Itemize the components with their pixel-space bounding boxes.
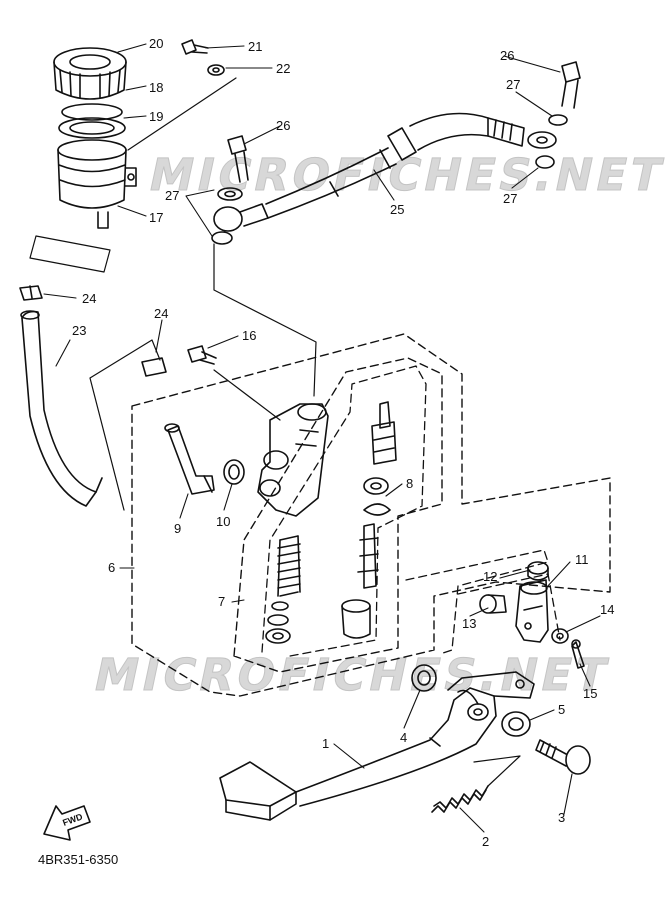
reservoir-body bbox=[57, 139, 137, 229]
callout-27-bottom-right: 27 bbox=[503, 191, 517, 206]
callout-21: 21 bbox=[248, 39, 262, 54]
clevis bbox=[515, 579, 549, 643]
callout-26-mid: 26 bbox=[276, 118, 290, 133]
callout-8: 8 bbox=[406, 476, 413, 491]
ref-line-hose bbox=[213, 243, 317, 397]
callout-12: 12 bbox=[483, 569, 497, 584]
diaphragm bbox=[58, 117, 126, 139]
callout-5: 5 bbox=[558, 702, 565, 717]
callout-22: 22 bbox=[276, 61, 290, 76]
brake-hose bbox=[213, 112, 557, 232]
callout-18: 18 bbox=[149, 80, 163, 95]
ref-line-spring bbox=[473, 755, 521, 787]
callout-9: 9 bbox=[174, 521, 181, 536]
callout-26-right: 26 bbox=[500, 48, 514, 63]
ref-line-res-clamp bbox=[29, 235, 111, 273]
reservoir-cap bbox=[53, 47, 127, 100]
leader-lines bbox=[43, 43, 601, 833]
washer-27-c bbox=[548, 114, 568, 126]
callout-27-top-right: 27 bbox=[506, 77, 520, 92]
reservoir-hose bbox=[20, 310, 103, 507]
cotter-pin bbox=[571, 639, 585, 669]
piston-cups bbox=[265, 601, 291, 644]
callout-1: 1 bbox=[322, 736, 329, 751]
callout-15: 15 bbox=[583, 686, 597, 701]
callout-17: 17 bbox=[149, 210, 163, 225]
locknut bbox=[527, 561, 549, 581]
washer-22 bbox=[207, 64, 225, 76]
callout-2: 2 bbox=[482, 834, 489, 849]
callout-23: 23 bbox=[72, 323, 86, 338]
washer-4 bbox=[411, 664, 437, 692]
callout-19: 19 bbox=[149, 109, 163, 124]
callout-4: 4 bbox=[400, 730, 407, 745]
piston-assembly bbox=[357, 523, 379, 589]
washer-27-b bbox=[211, 231, 233, 245]
hose-joint bbox=[164, 423, 215, 495]
bolt-16 bbox=[187, 345, 217, 365]
circlip-8 bbox=[363, 503, 391, 516]
ref-line-bolt bbox=[213, 369, 281, 421]
washer-27-a bbox=[217, 187, 243, 201]
callout-10: 10 bbox=[216, 514, 230, 529]
diaphragm-plate bbox=[61, 103, 123, 121]
callout-24-upper: 24 bbox=[82, 291, 96, 306]
callout-14: 14 bbox=[600, 602, 614, 617]
washer-5 bbox=[501, 711, 531, 737]
callout-16: 16 bbox=[242, 328, 256, 343]
ref-line-reservoir bbox=[127, 77, 237, 151]
boot-ring bbox=[363, 477, 389, 495]
rod-boot bbox=[341, 599, 371, 639]
diagram-code: 4BR351-6350 bbox=[38, 852, 119, 867]
callout-25: 25 bbox=[390, 202, 404, 217]
callout-27-left: 27 bbox=[165, 188, 179, 203]
o-ring-10 bbox=[223, 459, 245, 485]
union-bolt-mid bbox=[227, 135, 249, 183]
hose-clamp-upper bbox=[19, 285, 43, 301]
piston-kit-outline-7 bbox=[233, 357, 443, 673]
clevis-pin bbox=[479, 594, 507, 614]
callout-7: 7 bbox=[218, 594, 225, 609]
piston-kit-inner bbox=[261, 365, 427, 657]
brake-pedal bbox=[219, 671, 535, 821]
washer-27-d bbox=[535, 155, 555, 169]
pedal-group-outline bbox=[405, 549, 549, 655]
return-spring bbox=[431, 785, 489, 813]
assembly-outline-6 bbox=[131, 333, 611, 697]
callout-11: 11 bbox=[575, 552, 589, 567]
callout-24-lower: 24 bbox=[154, 306, 168, 321]
plain-washer-14 bbox=[551, 628, 569, 644]
piston-spring bbox=[277, 535, 301, 597]
callout-20: 20 bbox=[149, 36, 163, 51]
callout-3: 3 bbox=[558, 810, 565, 825]
pivot-bolt bbox=[535, 739, 591, 775]
master-cylinder-body bbox=[257, 403, 329, 517]
callout-13: 13 bbox=[462, 616, 476, 631]
hose-clamp-lower bbox=[141, 357, 167, 377]
push-rod-upper bbox=[371, 401, 397, 465]
callout-6: 6 bbox=[108, 560, 115, 575]
union-bolt-right bbox=[561, 61, 581, 109]
fwd-arrow-icon: FWD bbox=[43, 805, 91, 841]
ref-line-clamp-lower bbox=[89, 339, 161, 511]
bolt-21 bbox=[181, 39, 209, 55]
callout-numbers: 20 18 19 17 21 22 26 27 24 23 24 16 25 2… bbox=[72, 36, 614, 849]
